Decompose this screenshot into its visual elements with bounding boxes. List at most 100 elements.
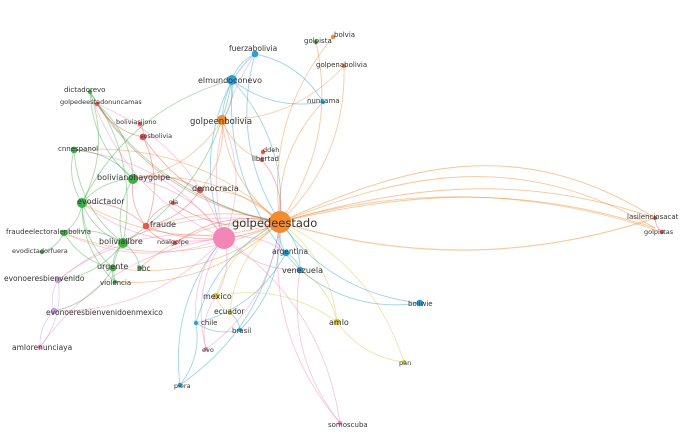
node-elmundoconevo[interactable] bbox=[227, 75, 237, 85]
edge-layer bbox=[39, 36, 663, 424]
node-violencia[interactable] bbox=[112, 279, 118, 285]
edge-argentina-chile bbox=[195, 252, 287, 324]
node-label-bbc: bbc bbox=[137, 264, 151, 273]
node-lasilenciosacat[interactable] bbox=[652, 215, 658, 221]
node-libertad[interactable] bbox=[259, 157, 265, 163]
node-golpenabolivia[interactable] bbox=[341, 63, 347, 69]
node-label-boliviallbre: boliviallbre bbox=[99, 237, 143, 246]
node-mexico[interactable] bbox=[212, 292, 220, 300]
node-bbc[interactable] bbox=[137, 265, 143, 271]
node-piera[interactable] bbox=[177, 382, 183, 388]
node-ola[interactable] bbox=[170, 200, 176, 206]
node-golpedeestadonuncamas[interactable] bbox=[94, 101, 100, 107]
edge-golpedeestado-amlo bbox=[279, 221, 338, 323]
edge-fuerzabolivia-nuncama bbox=[254, 53, 324, 103]
node-fraudeelectoralenbolivia[interactable] bbox=[60, 229, 68, 237]
edge-golpeenbolivia-libertad bbox=[221, 119, 263, 161]
node-boliviallbre[interactable] bbox=[118, 238, 128, 248]
edge-golpedeestado-pan bbox=[279, 221, 405, 363]
edge-golpedeestado-somoscuba bbox=[277, 221, 341, 424]
node-label-amloRenunciaya: amlorenunciaya bbox=[12, 343, 72, 352]
node-label-golpista: golpista bbox=[304, 37, 332, 45]
node-label-pan: pan bbox=[399, 359, 411, 367]
edge-venezuela-boliwie bbox=[299, 269, 421, 306]
edge-golpedeestado-golpista bbox=[279, 41, 323, 223]
node-label-golpedeestadonuncamas: golpedeestadonuncamas bbox=[60, 98, 142, 106]
edge-pinkhub-bolivianohaygolpe bbox=[132, 178, 225, 239]
edge-golpedeestado-dictadorevo bbox=[89, 91, 281, 223]
edge-chile-piera bbox=[179, 322, 198, 386]
node-ddeh[interactable] bbox=[260, 149, 266, 155]
node-pan[interactable] bbox=[401, 359, 407, 365]
node-pinkhub[interactable] bbox=[213, 227, 235, 249]
node-fuerzabolivia[interactable] bbox=[251, 50, 259, 58]
edge-golpedeestado-evonoeresbienvenido bbox=[57, 217, 281, 281]
edge-pinkhub-fraudeelectoralenbolivia bbox=[63, 232, 225, 254]
node-somoscuba[interactable] bbox=[337, 420, 343, 426]
node-argentina[interactable] bbox=[282, 249, 290, 257]
edge-golpedeestadonuncamas-sosbolivia bbox=[96, 103, 144, 138]
edge-golpedeestado-ola bbox=[172, 202, 281, 227]
edge-golpedeestado-golpedeestadonuncamas bbox=[96, 103, 281, 223]
node-golpeenbolivia[interactable] bbox=[217, 115, 227, 125]
node-cnnespanol[interactable] bbox=[70, 146, 78, 154]
node-label-somoscuba: somoscuba bbox=[328, 421, 368, 429]
node-evodictadorfuera[interactable] bbox=[39, 249, 45, 255]
edge-pinkhub-fuerzabolivia bbox=[215, 53, 256, 239]
node-label-elmundoconevo: elmundoconevo bbox=[198, 76, 262, 85]
node-brasil[interactable] bbox=[237, 327, 243, 333]
node-sosbolivia[interactable] bbox=[139, 133, 147, 141]
node-bolivianohaygolpe[interactable] bbox=[128, 174, 138, 184]
edge-golpedeestado-nuncama bbox=[279, 101, 324, 223]
node-golpista[interactable] bbox=[313, 39, 319, 45]
node-evo[interactable] bbox=[203, 346, 209, 352]
node-democracia[interactable] bbox=[196, 186, 204, 194]
node-bolvia[interactable] bbox=[330, 34, 336, 40]
label-layer: golpedeestadogolpeenboliviaelmundoconevo… bbox=[4, 31, 679, 429]
node-label-evodictador: evodictador bbox=[77, 197, 125, 206]
edge-chile-brasil bbox=[195, 322, 241, 333]
node-label-golpistas: golpistas bbox=[644, 228, 674, 236]
node-evonoeresbienvenido[interactable] bbox=[54, 276, 62, 284]
node-amloRenunciaya[interactable] bbox=[37, 344, 43, 350]
node-label-bolivianohaygolpe: bolivianohaygolpe bbox=[97, 173, 170, 182]
edge-boliviallbre-evonoeresbienvenido bbox=[57, 242, 124, 281]
node-ecuador[interactable] bbox=[227, 310, 233, 316]
node-evodictador[interactable] bbox=[77, 198, 87, 208]
edge-fraudeelectoralenbolivia-boliviallbre bbox=[63, 230, 124, 244]
node-label-ddeh: ddeh bbox=[263, 146, 279, 154]
edge-pinkhub-golpeenbolivia bbox=[221, 119, 237, 239]
edge-pinkhub-dictadorevo bbox=[89, 91, 225, 239]
edge-amlo-pan bbox=[336, 321, 405, 363]
node-venezuela[interactable] bbox=[296, 266, 304, 274]
edge-golpedeestado-fuerzabolivia bbox=[246, 53, 281, 223]
edge-cnnespanol-bolivianohaygolpe bbox=[73, 149, 134, 180]
node-label-sosbolivia: sosbolivia bbox=[140, 132, 172, 140]
node-boliviasijono[interactable] bbox=[137, 121, 143, 127]
edge-pinkhub-somoscuba bbox=[223, 237, 341, 424]
edge-elmundoconevo-venezuela bbox=[230, 79, 301, 271]
edge-golpedeestado-mexico bbox=[215, 221, 281, 297]
node-dictadorevo[interactable] bbox=[87, 89, 93, 95]
node-urgente[interactable] bbox=[109, 264, 117, 272]
node-label-libertad: libertad bbox=[252, 155, 279, 163]
edge-golpedeestado-boliwie bbox=[279, 221, 421, 304]
node-boliwie[interactable] bbox=[416, 299, 424, 307]
edge-mexico-evo bbox=[203, 295, 217, 350]
node-label-evonoeresbienvenido: evonoeresbienvenido bbox=[4, 274, 85, 283]
node-label-fraude: fraude bbox=[150, 220, 176, 229]
node-chile[interactable] bbox=[193, 320, 199, 326]
node-amlo[interactable] bbox=[333, 318, 341, 326]
node-golpistas[interactable] bbox=[659, 229, 665, 235]
node-noalgolpe[interactable] bbox=[172, 240, 178, 246]
node-label-evonoeresbienvenidoenmexico: evonoeresbienvenidoenmexico bbox=[46, 308, 163, 317]
edge-golpedeestado-bolivianohaygolpe bbox=[132, 176, 281, 223]
node-nuncama[interactable] bbox=[320, 99, 326, 105]
node-label-democracia: democracia bbox=[192, 184, 239, 193]
node-label-evo: evo bbox=[202, 346, 214, 354]
node-evonoeresbienvenidoenmexico[interactable] bbox=[50, 307, 58, 315]
node-golpedeestado[interactable] bbox=[269, 211, 291, 233]
node-fraude[interactable] bbox=[142, 222, 150, 230]
